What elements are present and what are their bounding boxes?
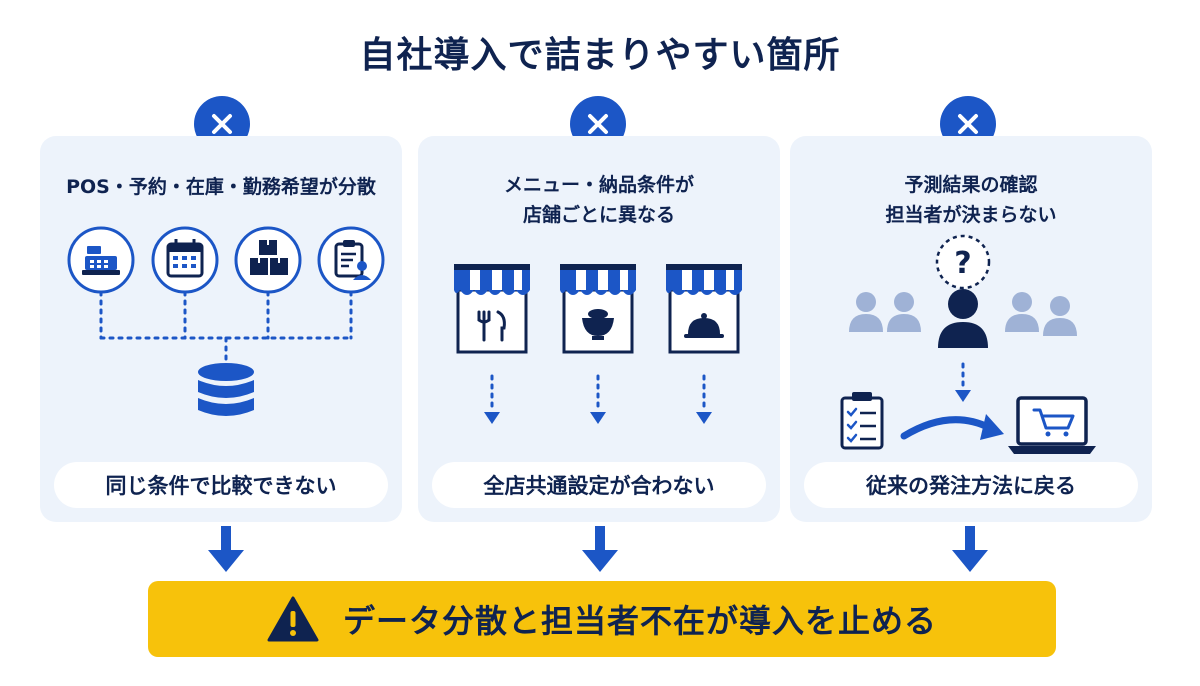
clipboard-person-icon [317, 226, 385, 294]
close-icon [212, 114, 232, 134]
person-group-icon [849, 289, 1077, 348]
panel-title: POS・予約・在庫・勤務希望が分散 [66, 176, 376, 198]
dotted-arrows [490, 374, 706, 414]
arrow-down-icon [582, 526, 618, 572]
warning-banner: データ分散と担当者不在が導入を止める [148, 581, 1056, 657]
warning-icon [267, 596, 319, 642]
page-title: 自社導入で詰まりやすい箇所 [359, 35, 841, 76]
connector-lines [99, 290, 353, 364]
question-bubble [935, 234, 991, 290]
question-mark: ? [954, 246, 971, 281]
panel-store-differences: メニュー・納品条件が 店舗ごとに異なる [418, 136, 780, 522]
panel-illustration [67, 226, 385, 416]
panel-title-line-1: メニュー・納品条件が [503, 174, 694, 196]
panel-illustration: ? [840, 234, 1096, 454]
close-icon [588, 114, 608, 134]
banner-text: データ分散と担当者不在が導入を止める [342, 602, 937, 640]
result-pill: 全店共通設定が合わない [432, 462, 766, 508]
boxes-icon [234, 226, 302, 294]
cash-register-icon [67, 226, 135, 294]
store-bowl-icon [558, 262, 638, 354]
panel-owner-undecided: 予測結果の確認 担当者が決まらない ? [790, 136, 1152, 522]
panel-title-line-2: 担当者が決まらない [885, 204, 1057, 226]
panel-illustration [452, 262, 744, 424]
panel-data-scattered: POS・予約・在庫・勤務希望が分散 [40, 136, 402, 522]
arrow-down-icon [208, 526, 244, 572]
curved-arrow [900, 416, 994, 440]
panel-title-line-1: 予測結果の確認 [904, 174, 1038, 196]
calendar-icon [151, 226, 219, 294]
database-icon [198, 363, 254, 416]
store-cloche-icon [664, 262, 744, 354]
result-pill: 同じ条件で比較できない [54, 462, 388, 508]
laptop-cart-icon [1008, 396, 1096, 454]
store-cutlery-icon [452, 262, 532, 354]
arrow-down-icon [952, 526, 988, 572]
result-pill: 従来の発注方法に戻る [804, 462, 1138, 508]
panel-title-line-2: 店舗ごとに異なる [522, 204, 675, 226]
checklist-icon [840, 392, 884, 450]
close-icon [958, 114, 978, 134]
